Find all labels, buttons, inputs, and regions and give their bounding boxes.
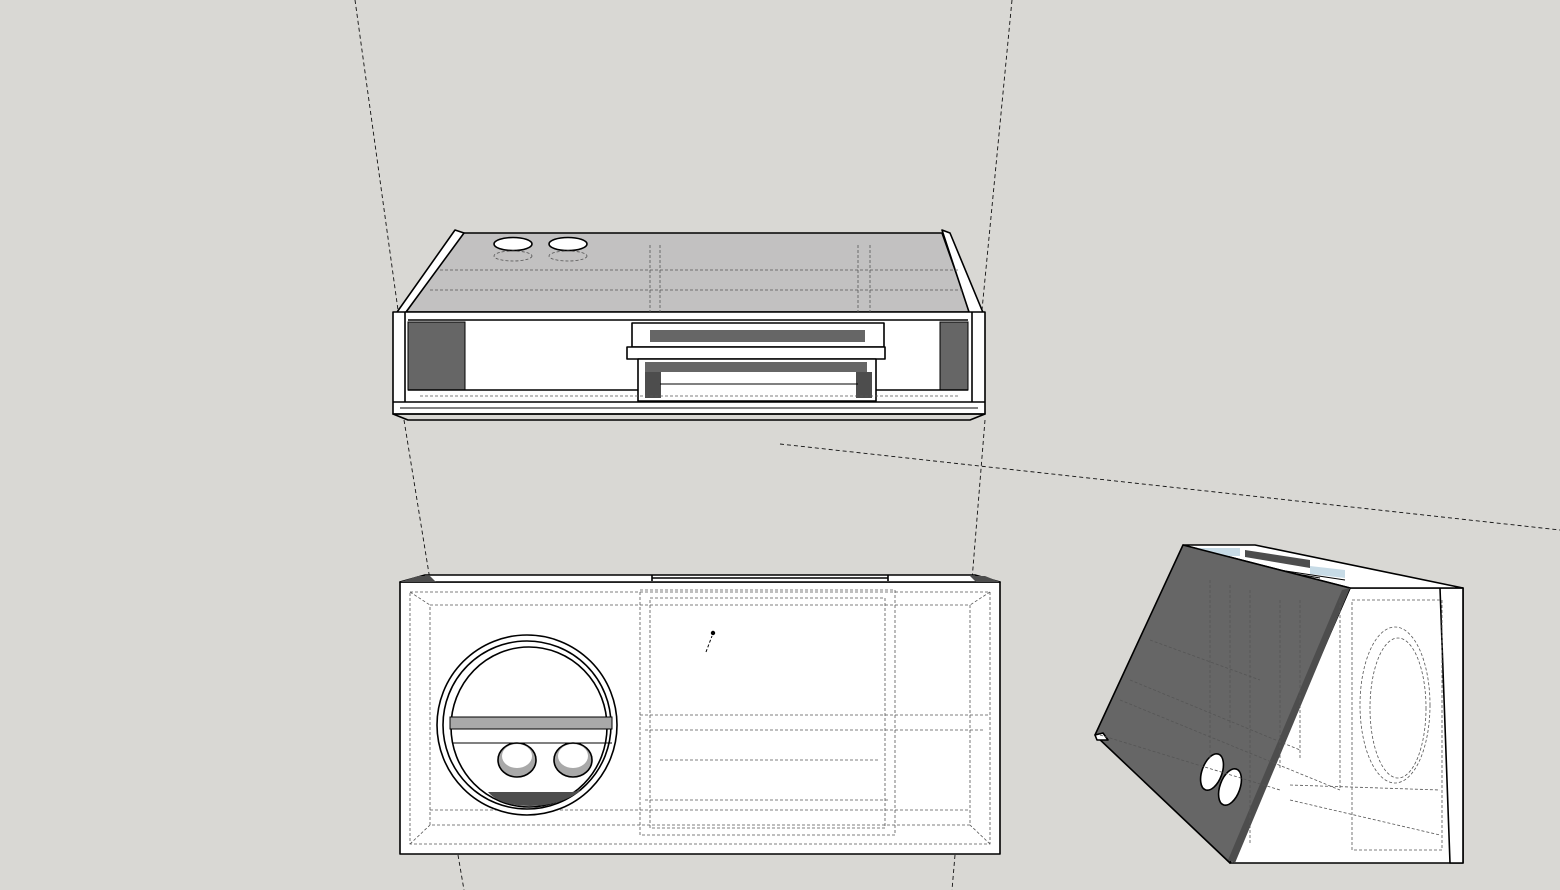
pencil-cursor-icon: [705, 630, 716, 653]
guide-lines: [354, 0, 1560, 890]
enclosure-perspective-view[interactable]: [1094, 544, 1464, 864]
enclosure-front-view[interactable]: [399, 574, 1001, 855]
enclosure-top-view[interactable]: [392, 229, 986, 421]
